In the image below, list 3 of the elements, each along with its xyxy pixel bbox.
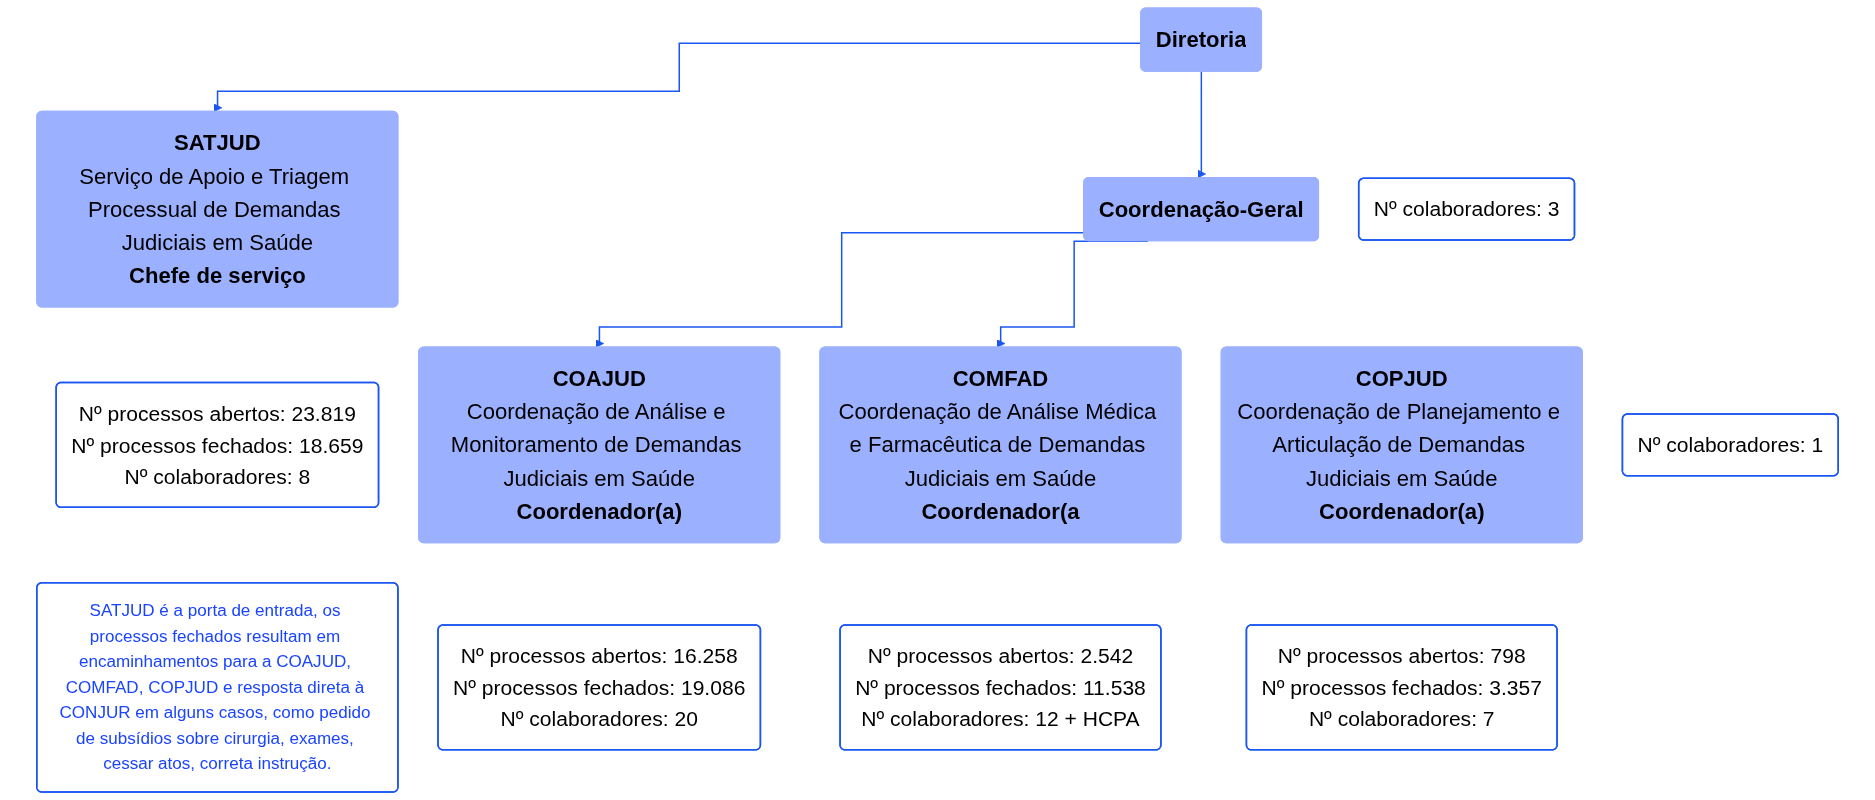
arrow [1197,70,1206,179]
arrow [595,231,1085,348]
arrow [213,42,1142,113]
